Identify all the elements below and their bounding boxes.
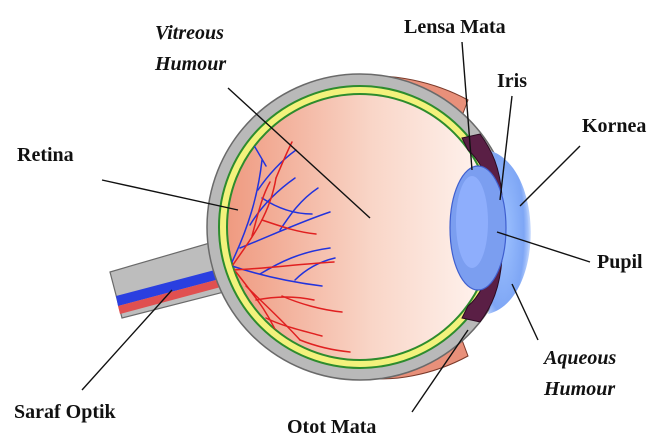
label-saraf-optik: Saraf Optik bbox=[14, 401, 117, 423]
label-aqueous-line2: Humour bbox=[543, 378, 615, 400]
label-iris: Iris bbox=[497, 70, 527, 92]
leader-kornea bbox=[520, 146, 580, 206]
label-lensa-mata: Lensa Mata bbox=[404, 16, 506, 38]
label-kornea: Kornea bbox=[582, 115, 646, 137]
label-pupil: Pupil bbox=[597, 251, 643, 273]
label-vitreous-line2: Humour bbox=[154, 53, 226, 75]
eye-lens-highlight bbox=[456, 176, 488, 268]
label-vitreous-line1: Vitreous bbox=[155, 22, 224, 44]
leader-aqueous bbox=[512, 284, 538, 340]
label-retina: Retina bbox=[17, 144, 74, 166]
label-aqueous-line1: Aqueous bbox=[542, 347, 616, 369]
label-otot-mata: Otot Mata bbox=[287, 416, 376, 438]
